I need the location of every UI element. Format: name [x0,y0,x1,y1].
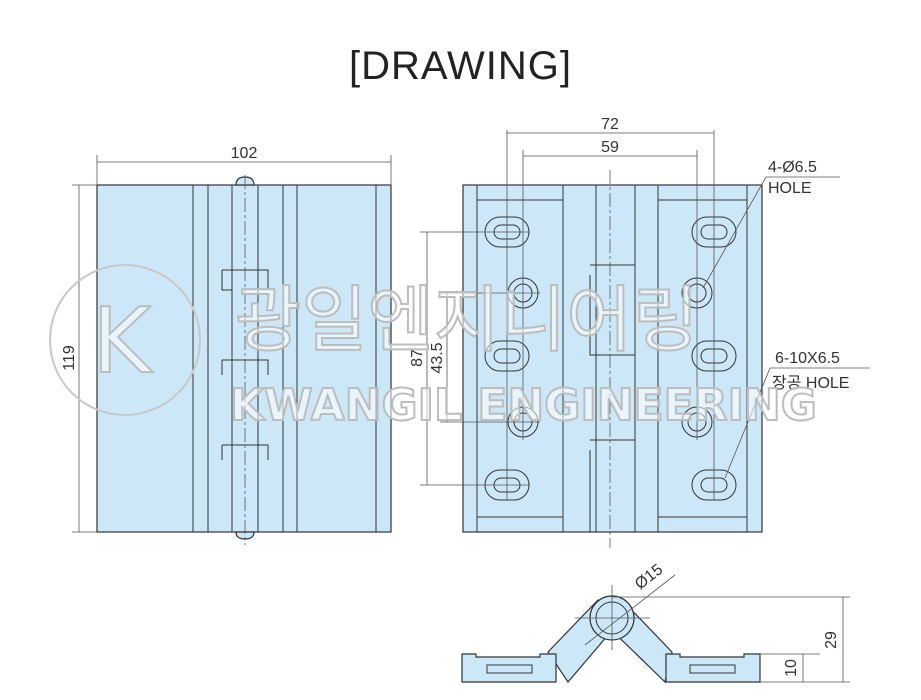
dimension-87: 87 [409,349,426,367]
width-dimension: 102 [231,145,258,162]
watermark: K 광일엔지니어링 KWANGIL ENGINEERING [49,264,818,432]
height-dimension: 119 [61,345,78,371]
drawing-title: [DRAWING] [348,44,573,88]
dimension-72: 72 [601,116,619,133]
round-hole-note-label: HOLE [768,180,812,197]
end-view: Ø15 29 10 [461,561,850,684]
slot-hole-note-label: 장공 HOLE [772,374,849,392]
dimension-59: 59 [601,139,619,156]
front-view: 102 119 [61,145,392,545]
watermark-english: KWANGIL ENGINEERING [230,380,817,431]
knuckle-diameter: Ø15 [632,561,666,593]
dimension-10: 10 [783,659,800,677]
side-view: 72 59 87 43.5 4-Ø6.5 HOLE 6-10X6.5 장공 HO… [409,116,870,548]
dimension-29: 29 [823,631,840,649]
round-hole-note-size: 4-Ø6.5 [768,159,817,176]
dimension-43-5: 43.5 [429,342,446,373]
slot-hole-note-size: 6-10X6.5 [775,350,840,367]
watermark-korean: 광일엔지니어링 [235,278,699,362]
watermark-logo-k: K [92,289,153,394]
